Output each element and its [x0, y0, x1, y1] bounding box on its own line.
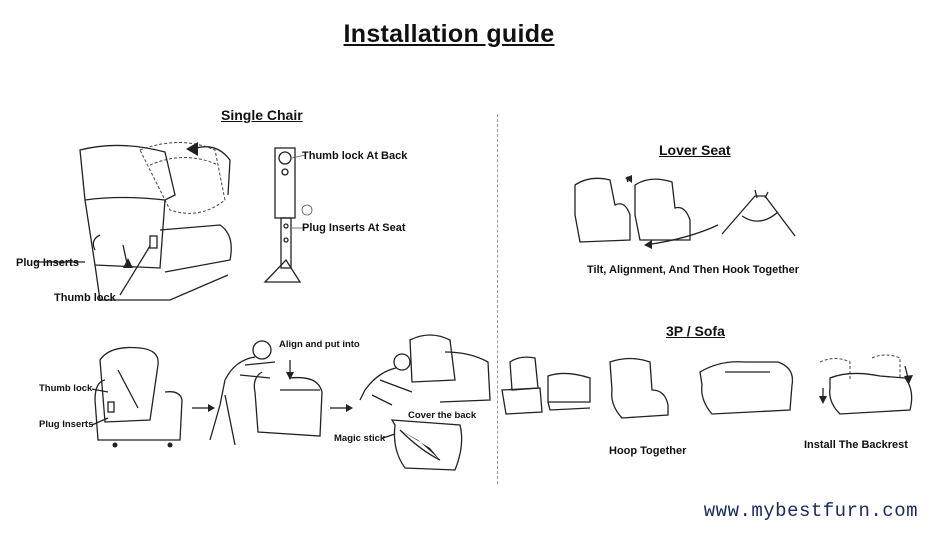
step2-person-illustration: [209, 340, 323, 446]
recliner-backrest-illustration: [35, 142, 232, 301]
bracket-detail-illustration: [263, 147, 313, 283]
step3-cover-back-illustration: [359, 334, 491, 471]
section-divider: [497, 114, 498, 484]
website-url[interactable]: www.mybestfurn.com: [703, 500, 918, 522]
sofa-3p-illustration: [501, 354, 913, 419]
hoop-together-label: Hoop Together: [609, 445, 687, 457]
lover-seat-heading: Lover Seat: [659, 142, 731, 158]
lover-seat-illustration: [574, 175, 796, 249]
thumb-lock-label: Thumb lock: [54, 292, 116, 304]
step1-chair-illustration: [91, 346, 183, 448]
install-backrest-label: Install The Backrest: [804, 439, 908, 451]
lover-seat-caption: Tilt, Alignment, And Then Hook Together: [587, 264, 800, 276]
plug-inserts-label: Plug Inserts: [16, 257, 79, 269]
single-chair-heading: Single Chair: [221, 107, 303, 123]
plug-inserts-at-seat-label: Plug Inserts At Seat: [302, 222, 406, 234]
cover-the-back-label: Cover the back: [408, 410, 477, 421]
thumb-lock-at-back-label: Thumb lock At Back: [302, 150, 408, 162]
thumb-lock-step-label: Thumb lock: [39, 383, 93, 394]
page-title: Installation guide: [343, 20, 555, 48]
align-and-put-into-label: Align and put into: [279, 339, 360, 350]
sofa-3p-heading: 3P / Sofa: [666, 323, 725, 339]
magic-stick-label: Magic stick: [334, 433, 386, 444]
plug-inserts-step-label: Plug Inserts: [39, 419, 94, 430]
